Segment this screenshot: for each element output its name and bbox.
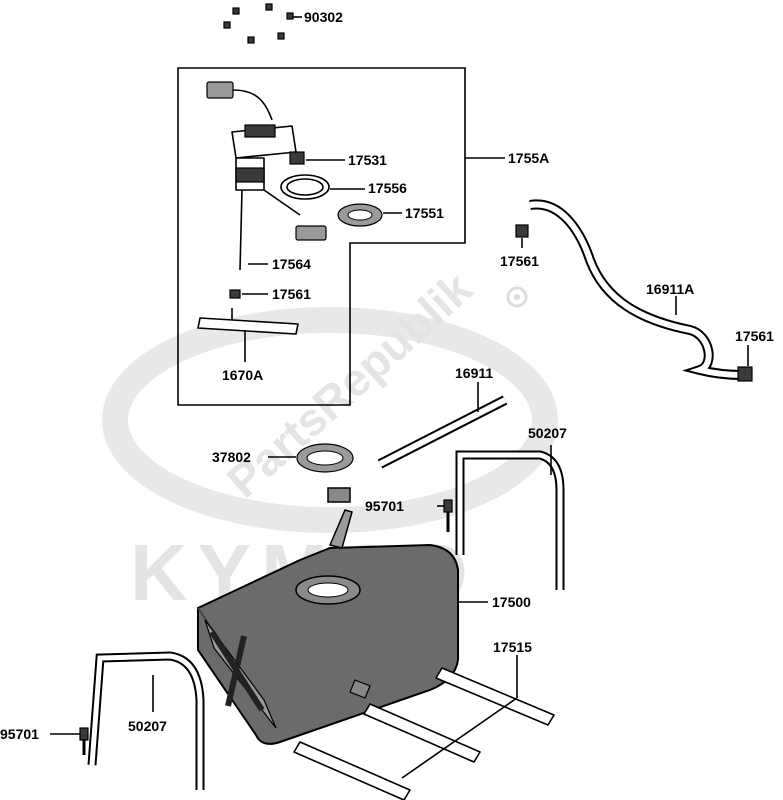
part-label-17551: 17551 [405, 205, 444, 221]
fuel-tank-17500 [197, 487, 459, 745]
bolt-95701-bottom [50, 727, 89, 755]
part-label-17564: 17564 [272, 256, 311, 272]
part-label-17561-hose-top: 17561 [500, 253, 539, 269]
clamp-17561-inner [229, 289, 241, 299]
part-label-16911: 16911 [455, 365, 493, 381]
part-label-95701-top: 95701 [365, 498, 404, 514]
fuel-pump-assembly-frame [177, 67, 466, 406]
bolt-95701-top [437, 499, 453, 532]
fuel-filter-1670A [197, 308, 299, 335]
part-label-17561-hose-end: 17561 [735, 328, 774, 344]
lock-ring-17551 [337, 203, 383, 227]
part-label-95701-bottom: 95701 [0, 726, 39, 742]
fuel-hose-16911A [515, 199, 753, 382]
screws-90302 [223, 3, 302, 44]
pads-17515 [293, 667, 555, 800]
strap-50207-left [87, 651, 205, 790]
part-label-90302: 90302 [304, 9, 343, 25]
part-label-37802: 37802 [212, 449, 251, 465]
strap-50207-right [455, 450, 565, 590]
part-label-17515: 17515 [493, 639, 532, 655]
part-label-50207-right: 50207 [528, 425, 567, 441]
watermark-logo-ring [102, 307, 558, 533]
watermark-gear-icon [506, 286, 528, 308]
gasket-37802 [296, 443, 354, 473]
part-label-1670A: 1670A [222, 367, 263, 383]
part-label-17531: 17531 [348, 152, 387, 168]
part-label-1755A: 1755A [508, 150, 549, 166]
breather-tube-16911 [377, 395, 508, 469]
o-ring-17556 [280, 174, 330, 200]
part-label-17556: 17556 [368, 180, 407, 196]
part-label-17500: 17500 [492, 594, 531, 610]
part-label-17561-inner: 17561 [272, 286, 311, 302]
part-label-16911A: 16911A [646, 281, 694, 297]
fuel-pump [206, 81, 327, 271]
part-label-50207-left: 50207 [128, 718, 167, 734]
